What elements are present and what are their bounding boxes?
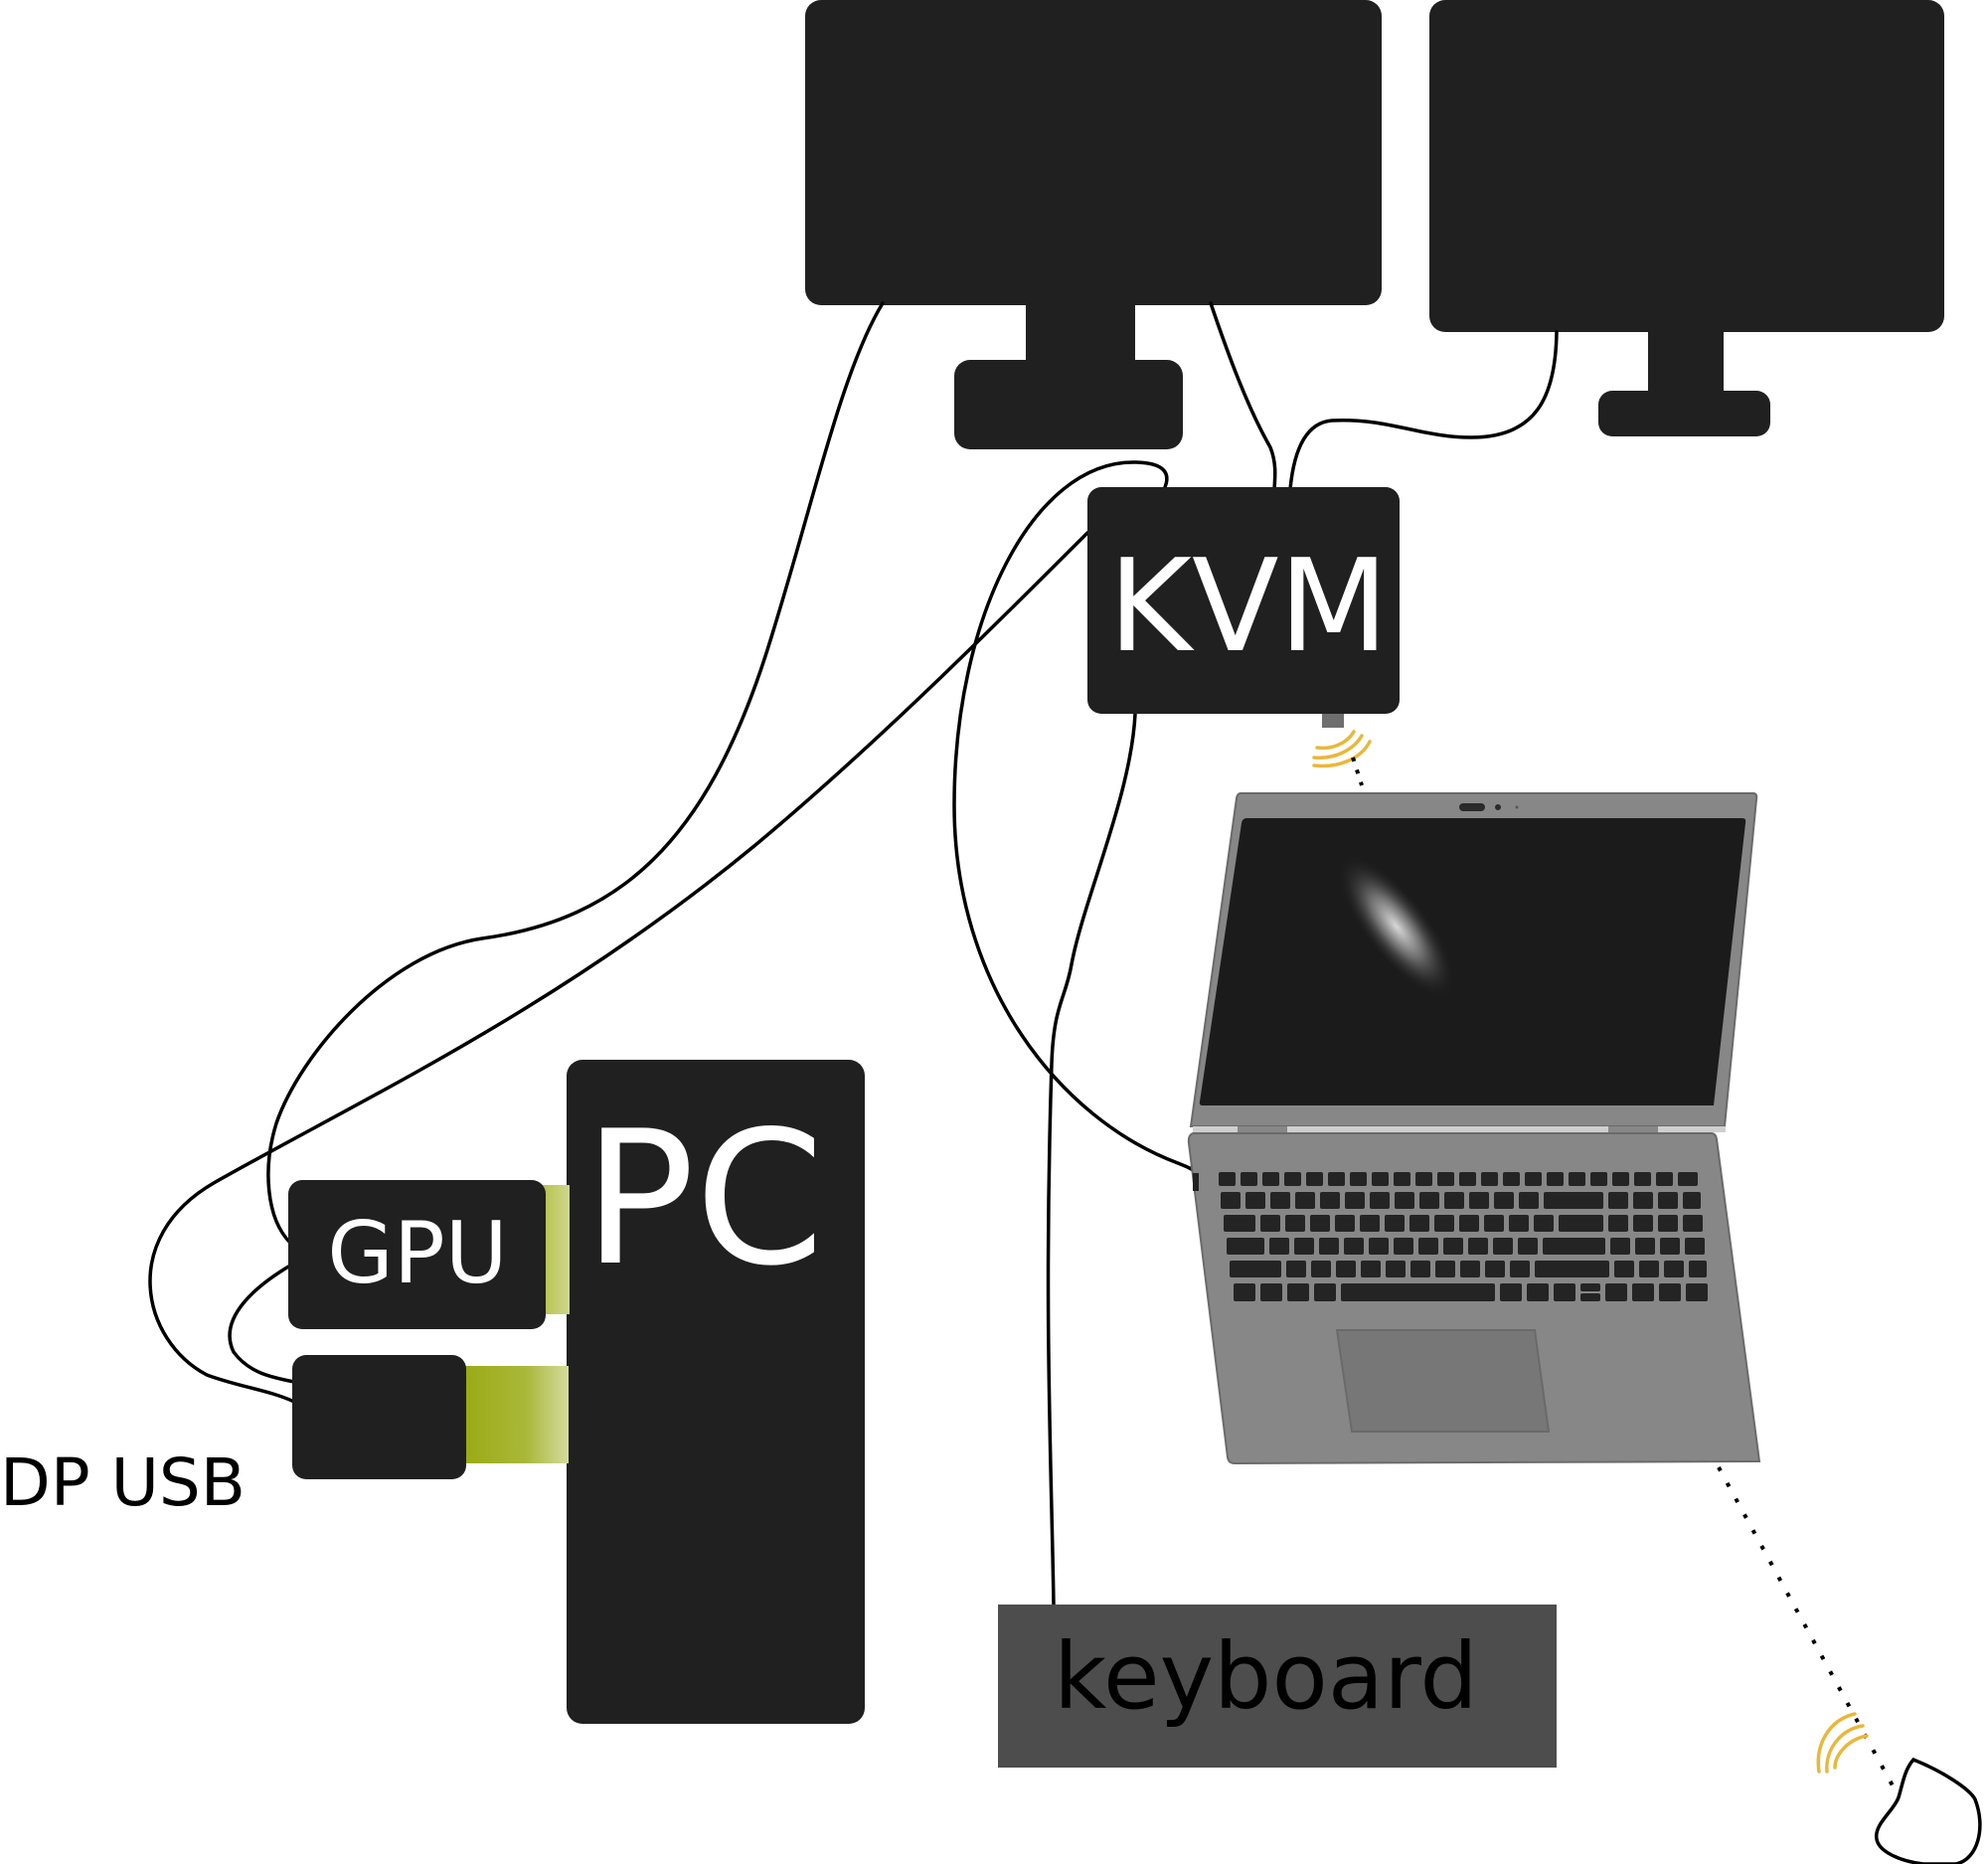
wireless-link-laptop-mouse — [1717, 1466, 1896, 1788]
cable-gpu-to-dp-usb — [228, 1264, 296, 1384]
pc-label: PC — [583, 1091, 824, 1306]
cable-kvm-to-dp-usb — [148, 531, 1089, 1404]
kvm-label: KVM — [1108, 533, 1389, 681]
dp-usb-label: DP USB — [0, 1444, 246, 1521]
monitor-icon — [805, 0, 1382, 305]
wireless-signal-icon — [1816, 1712, 1869, 1774]
monitor-icon — [1429, 0, 1944, 332]
gpu-label: GPU — [327, 1204, 507, 1303]
cable-monitor-right-to-kvm — [1288, 330, 1559, 491]
keyboard: keyboard — [998, 1605, 1557, 1768]
cable-kvm-to-keyboard — [1046, 712, 1137, 1608]
monitor-right — [1429, 0, 1944, 436]
gpu-slot — [542, 1185, 570, 1314]
wireless-link-kvm-laptop — [1351, 757, 1364, 786]
dp-usb-adapter — [292, 1355, 466, 1479]
cable-monitor-left-to-kvm — [1209, 301, 1277, 491]
laptop-icon — [1187, 792, 1761, 1465]
wireless-signal-icon — [1312, 730, 1372, 768]
gpu-card: GPU — [288, 1180, 546, 1329]
keyboard-label: keyboard — [1054, 1623, 1478, 1730]
kvm-switch: KVM — [1087, 487, 1400, 728]
cable-kvm-to-laptop — [952, 460, 1199, 1175]
dp-usb-slot — [463, 1366, 569, 1463]
cables — [148, 301, 1559, 1608]
laptop-screen — [1199, 818, 1746, 1105]
monitor-left — [805, 0, 1382, 449]
wireless-dongle — [1322, 714, 1344, 728]
laptop-keyboard — [1219, 1172, 1708, 1301]
cable-monitor-left-to-gpu — [266, 301, 885, 1245]
mouse-icon — [1875, 1757, 1982, 1864]
pc-tower: PC — [567, 1060, 865, 1724]
laptop-touchpad — [1335, 1329, 1551, 1433]
